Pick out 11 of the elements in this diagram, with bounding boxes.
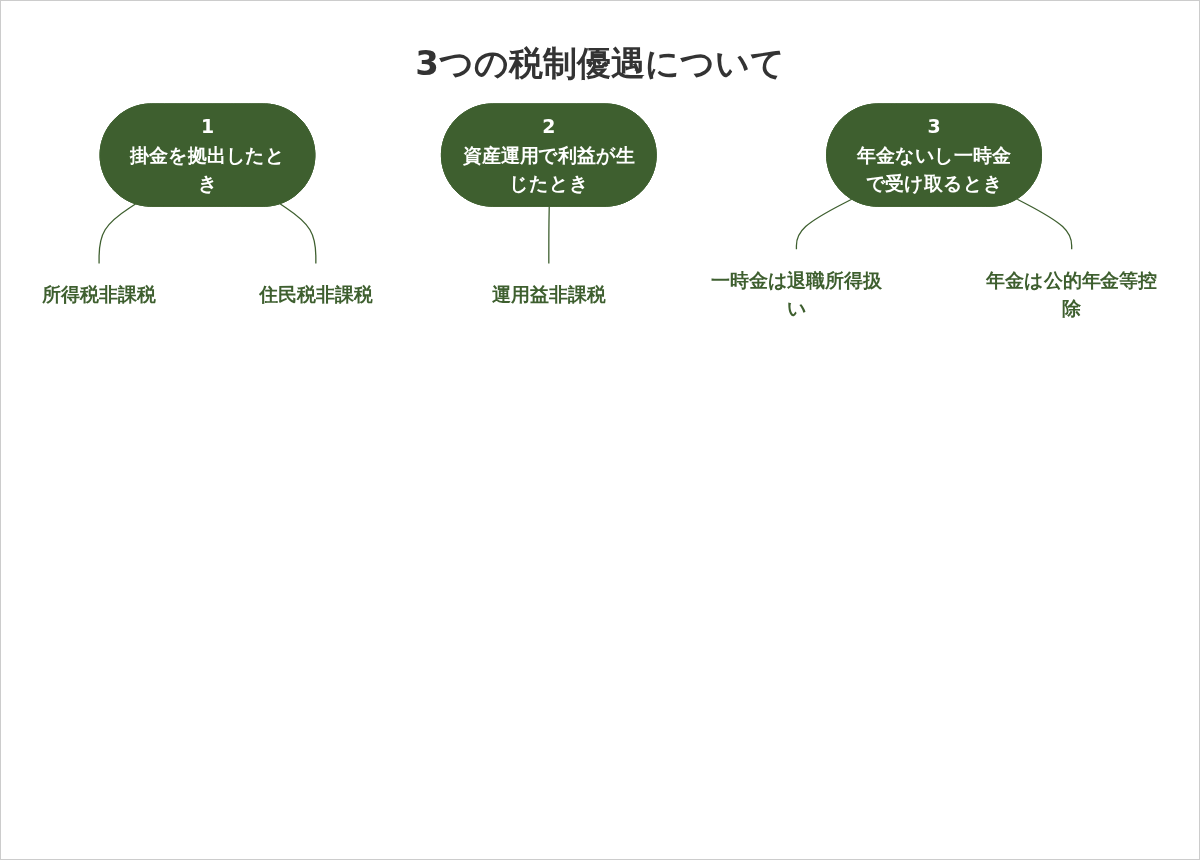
node-text: 年金は公的年金等控除 — [986, 269, 1158, 320]
connector — [548, 206, 550, 265]
connector — [279, 203, 317, 265]
title: 3つの税制優遇について — [415, 42, 785, 85]
node-text: 所得税非課税 — [42, 284, 156, 306]
node-text: 運用益非課税 — [492, 284, 606, 306]
connector — [1016, 198, 1073, 250]
connector — [98, 203, 137, 265]
node-text: 一時金は退職所得扱い — [710, 269, 883, 320]
connector — [795, 198, 853, 250]
node-text: 住民税非課税 — [259, 284, 373, 306]
